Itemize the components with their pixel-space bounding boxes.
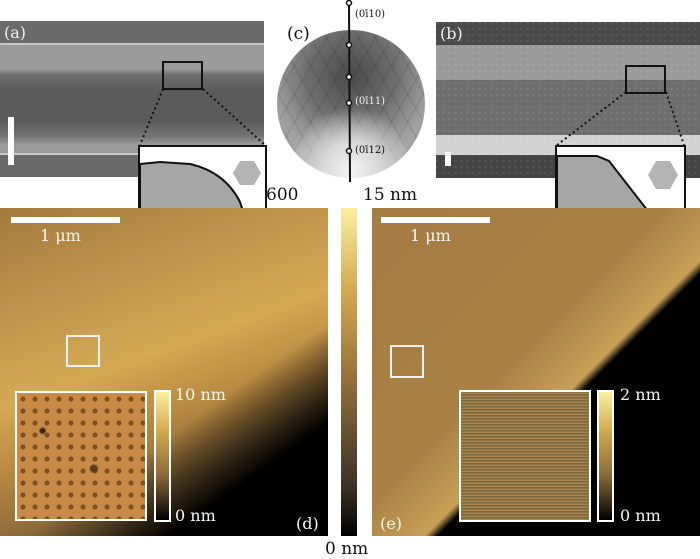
scalebar-e	[381, 217, 490, 223]
region-box-d	[66, 335, 100, 367]
inset-colorbar-e	[597, 390, 614, 522]
inset-colorbar-min-d: 0 nm	[175, 506, 216, 525]
zone-axis-line	[345, 0, 353, 183]
scalebar-d	[11, 217, 120, 223]
zone-axis-label-0110: (0ī10)	[355, 9, 386, 20]
inset-colorbar-max-e: 2 nm	[620, 385, 661, 404]
scalebar-a	[8, 117, 14, 165]
colorbar-label-600: 600	[266, 185, 299, 205]
colorbar-label-0nm: 0 nm	[325, 539, 369, 559]
inset-colorbar-d	[154, 390, 171, 522]
scalebar-label-d: 1 μm	[40, 226, 81, 245]
zone-axis-label-0112: (0ī12)	[355, 145, 386, 156]
scalebar-label-e: 1 μm	[410, 226, 451, 245]
afm-inset-d	[15, 391, 147, 521]
colorbar-label-15nm: 15 nm	[363, 185, 418, 205]
afm-inset-e	[459, 390, 591, 522]
panel-label-e: (e)	[380, 514, 402, 533]
inset-colorbar-min-e: 0 nm	[620, 506, 661, 525]
region-box-e	[390, 345, 424, 378]
inset-colorbar-max-d: 10 nm	[175, 385, 226, 404]
panel-label-a: (a)	[4, 23, 27, 42]
main-colorbar	[341, 208, 357, 536]
hexagon-icon	[648, 161, 678, 189]
panel-label-c: (c)	[287, 24, 310, 44]
magnify-box-a	[162, 61, 203, 90]
zone-axis-label-0111: (0ī11)	[355, 96, 386, 107]
magnify-box-b	[625, 65, 666, 94]
sem-panel-a: (a)	[0, 21, 264, 177]
scalebar-b	[445, 152, 451, 166]
panel-label-b: (b)	[440, 24, 463, 43]
hexagon-icon	[233, 161, 261, 185]
panel-label-d: (d)	[296, 514, 319, 533]
